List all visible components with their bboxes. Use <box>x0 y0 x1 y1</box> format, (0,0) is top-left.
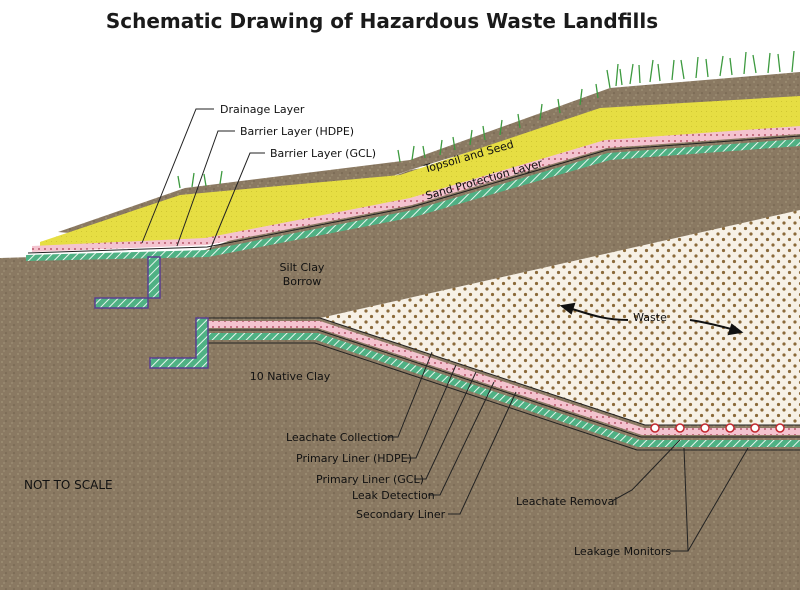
sand-protection-layer <box>40 96 800 248</box>
secondary-liner-leader <box>448 391 517 515</box>
drainage-leader <box>141 108 214 244</box>
primary-hdpe-line <box>196 329 800 438</box>
waste-body <box>320 210 800 425</box>
waste-label: Waste <box>633 311 667 324</box>
cap-drainage-band <box>32 126 800 252</box>
native-clay-soil <box>0 415 800 590</box>
cap-anchor-trench <box>94 256 161 309</box>
leachate-removal-callout: Leachate Removal <box>516 495 617 508</box>
leak-detection-leader <box>428 381 495 496</box>
leachate-collection-leader <box>386 351 433 438</box>
barrier-gcl-callout: Barrier Layer (GCL) <box>270 147 376 160</box>
primary-gcl-callout: Primary Liner (GCL) <box>316 473 424 486</box>
barrier-hdpe-leader <box>176 130 235 247</box>
leak-detection-callout: Leak Detection <box>352 489 435 502</box>
primary-hdpe-leader <box>404 364 457 459</box>
leakage-monitors-leader-2 <box>687 447 749 552</box>
secondary-liner-line <box>196 342 800 451</box>
bottom-anchor-trench <box>149 317 209 369</box>
diagram-title: Schematic Drawing of Hazardous Waste Lan… <box>106 9 658 33</box>
barrier-hdpe-callout: Barrier Layer (HDPE) <box>240 125 354 138</box>
drainage-layer-callout: Drainage Layer <box>220 103 305 116</box>
leachate-pipes <box>650 423 785 433</box>
primary-gcl-leader <box>414 371 477 480</box>
barrier-gcl-leader <box>209 152 265 251</box>
cap-gcl-band <box>26 139 800 261</box>
not-to-scale-note: NOT TO SCALE <box>24 478 113 492</box>
leakage-monitors-callout: Leakage Monitors <box>574 545 671 558</box>
grass-vegetation <box>177 50 795 189</box>
native-clay-label: 10 Native Clay <box>250 370 331 383</box>
borrow-label: Borrow <box>283 275 322 288</box>
waste-arrows <box>559 302 744 336</box>
leachate-collection-line <box>200 317 800 426</box>
cap-hdpe-line <box>27 135 800 254</box>
silt-clay-label: Silt Clay <box>280 261 325 274</box>
leachate-collection-callout: Leachate Collection <box>286 431 394 444</box>
primary-hdpe-callout: Primary Liner (HDPE) <box>296 452 412 465</box>
secondary-liner-callout: Secondary Liner <box>356 508 446 521</box>
leachate-removal-leader <box>611 439 681 502</box>
